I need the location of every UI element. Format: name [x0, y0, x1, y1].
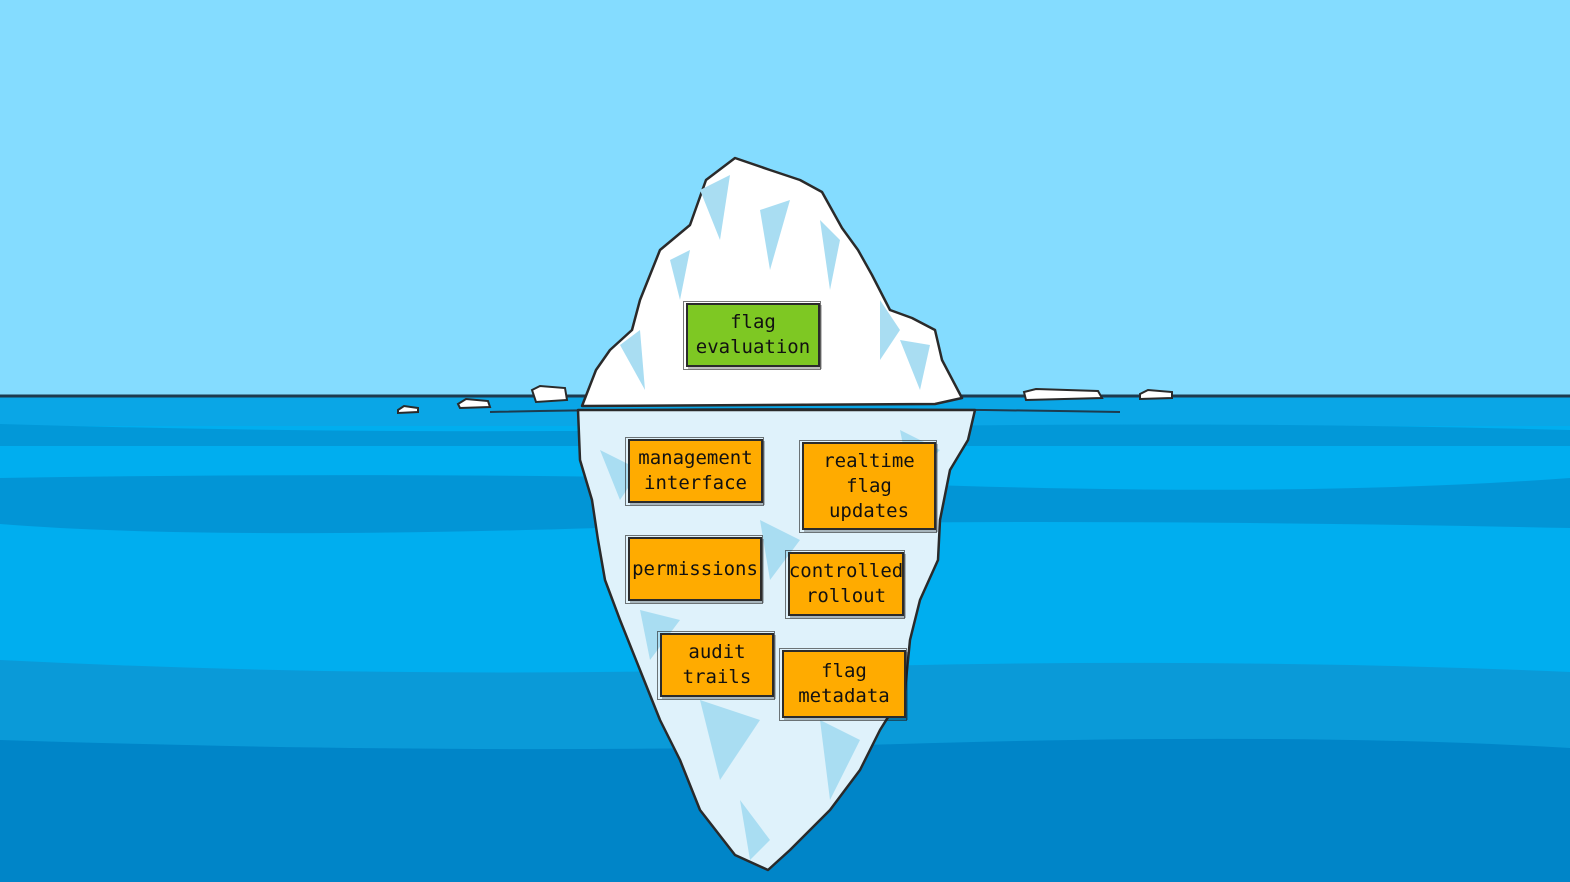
note-permissions: permissions [625, 535, 763, 604]
note-management-interface: management interface [625, 437, 764, 506]
note-audit-trails: audit trails [657, 631, 775, 700]
iceberg-tip [580, 156, 964, 408]
note-flag-evaluation: flag evaluation [683, 301, 821, 370]
note-realtime-flag-updates: realtime flag updates [799, 440, 937, 533]
ice-floes [397, 384, 1173, 415]
note-controlled-rollout: controlled rollout [785, 550, 905, 619]
note-flag-metadata: flag metadata [779, 648, 907, 721]
